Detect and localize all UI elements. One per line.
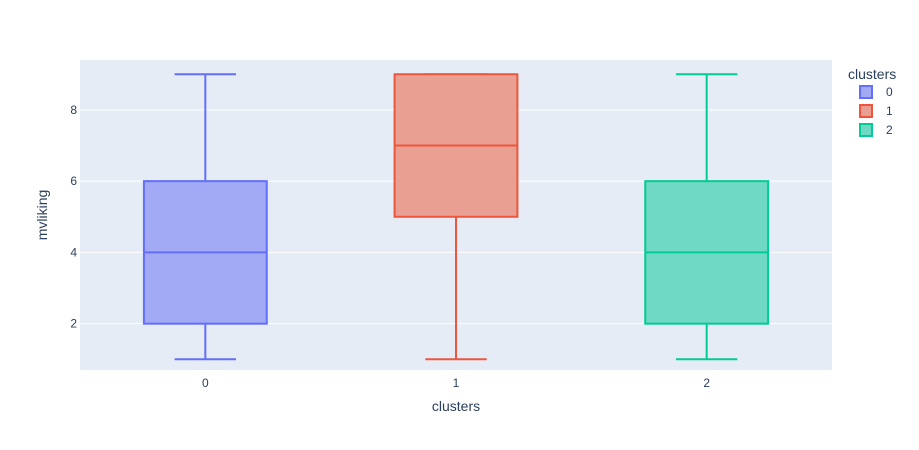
box-cluster-1 (393, 73, 519, 361)
legend-label: 2 (886, 123, 893, 137)
y-tick-label: 4 (70, 245, 77, 259)
y-tick-label: 2 (70, 317, 77, 331)
x-tick-label: 0 (202, 376, 209, 390)
y-axis-title: mvliking (34, 190, 50, 241)
x-axis-title: clusters (432, 398, 480, 414)
boxes (142, 73, 770, 361)
box-cluster-0 (142, 73, 268, 361)
y-tick-label: 6 (70, 174, 77, 188)
legend: clusters 0 1 2 (848, 66, 896, 137)
y-tick-labels: 2 4 6 8 (70, 103, 77, 331)
legend-title: clusters (848, 66, 896, 82)
y-tick-label: 8 (70, 103, 77, 117)
x-tick-labels: 0 1 2 (202, 376, 710, 390)
x-tick-label: 2 (703, 376, 710, 390)
legend-label: 1 (886, 104, 893, 118)
legend-item-1[interactable]: 1 (859, 104, 893, 118)
legend-label: 0 (886, 85, 893, 99)
legend-swatch (859, 104, 873, 118)
legend-item-2[interactable]: 2 (859, 123, 893, 137)
x-tick-label: 1 (453, 376, 460, 390)
box-cluster-2 (644, 73, 770, 361)
legend-swatch (859, 123, 873, 137)
legend-swatch (859, 85, 873, 99)
legend-item-0[interactable]: 0 (859, 85, 893, 99)
